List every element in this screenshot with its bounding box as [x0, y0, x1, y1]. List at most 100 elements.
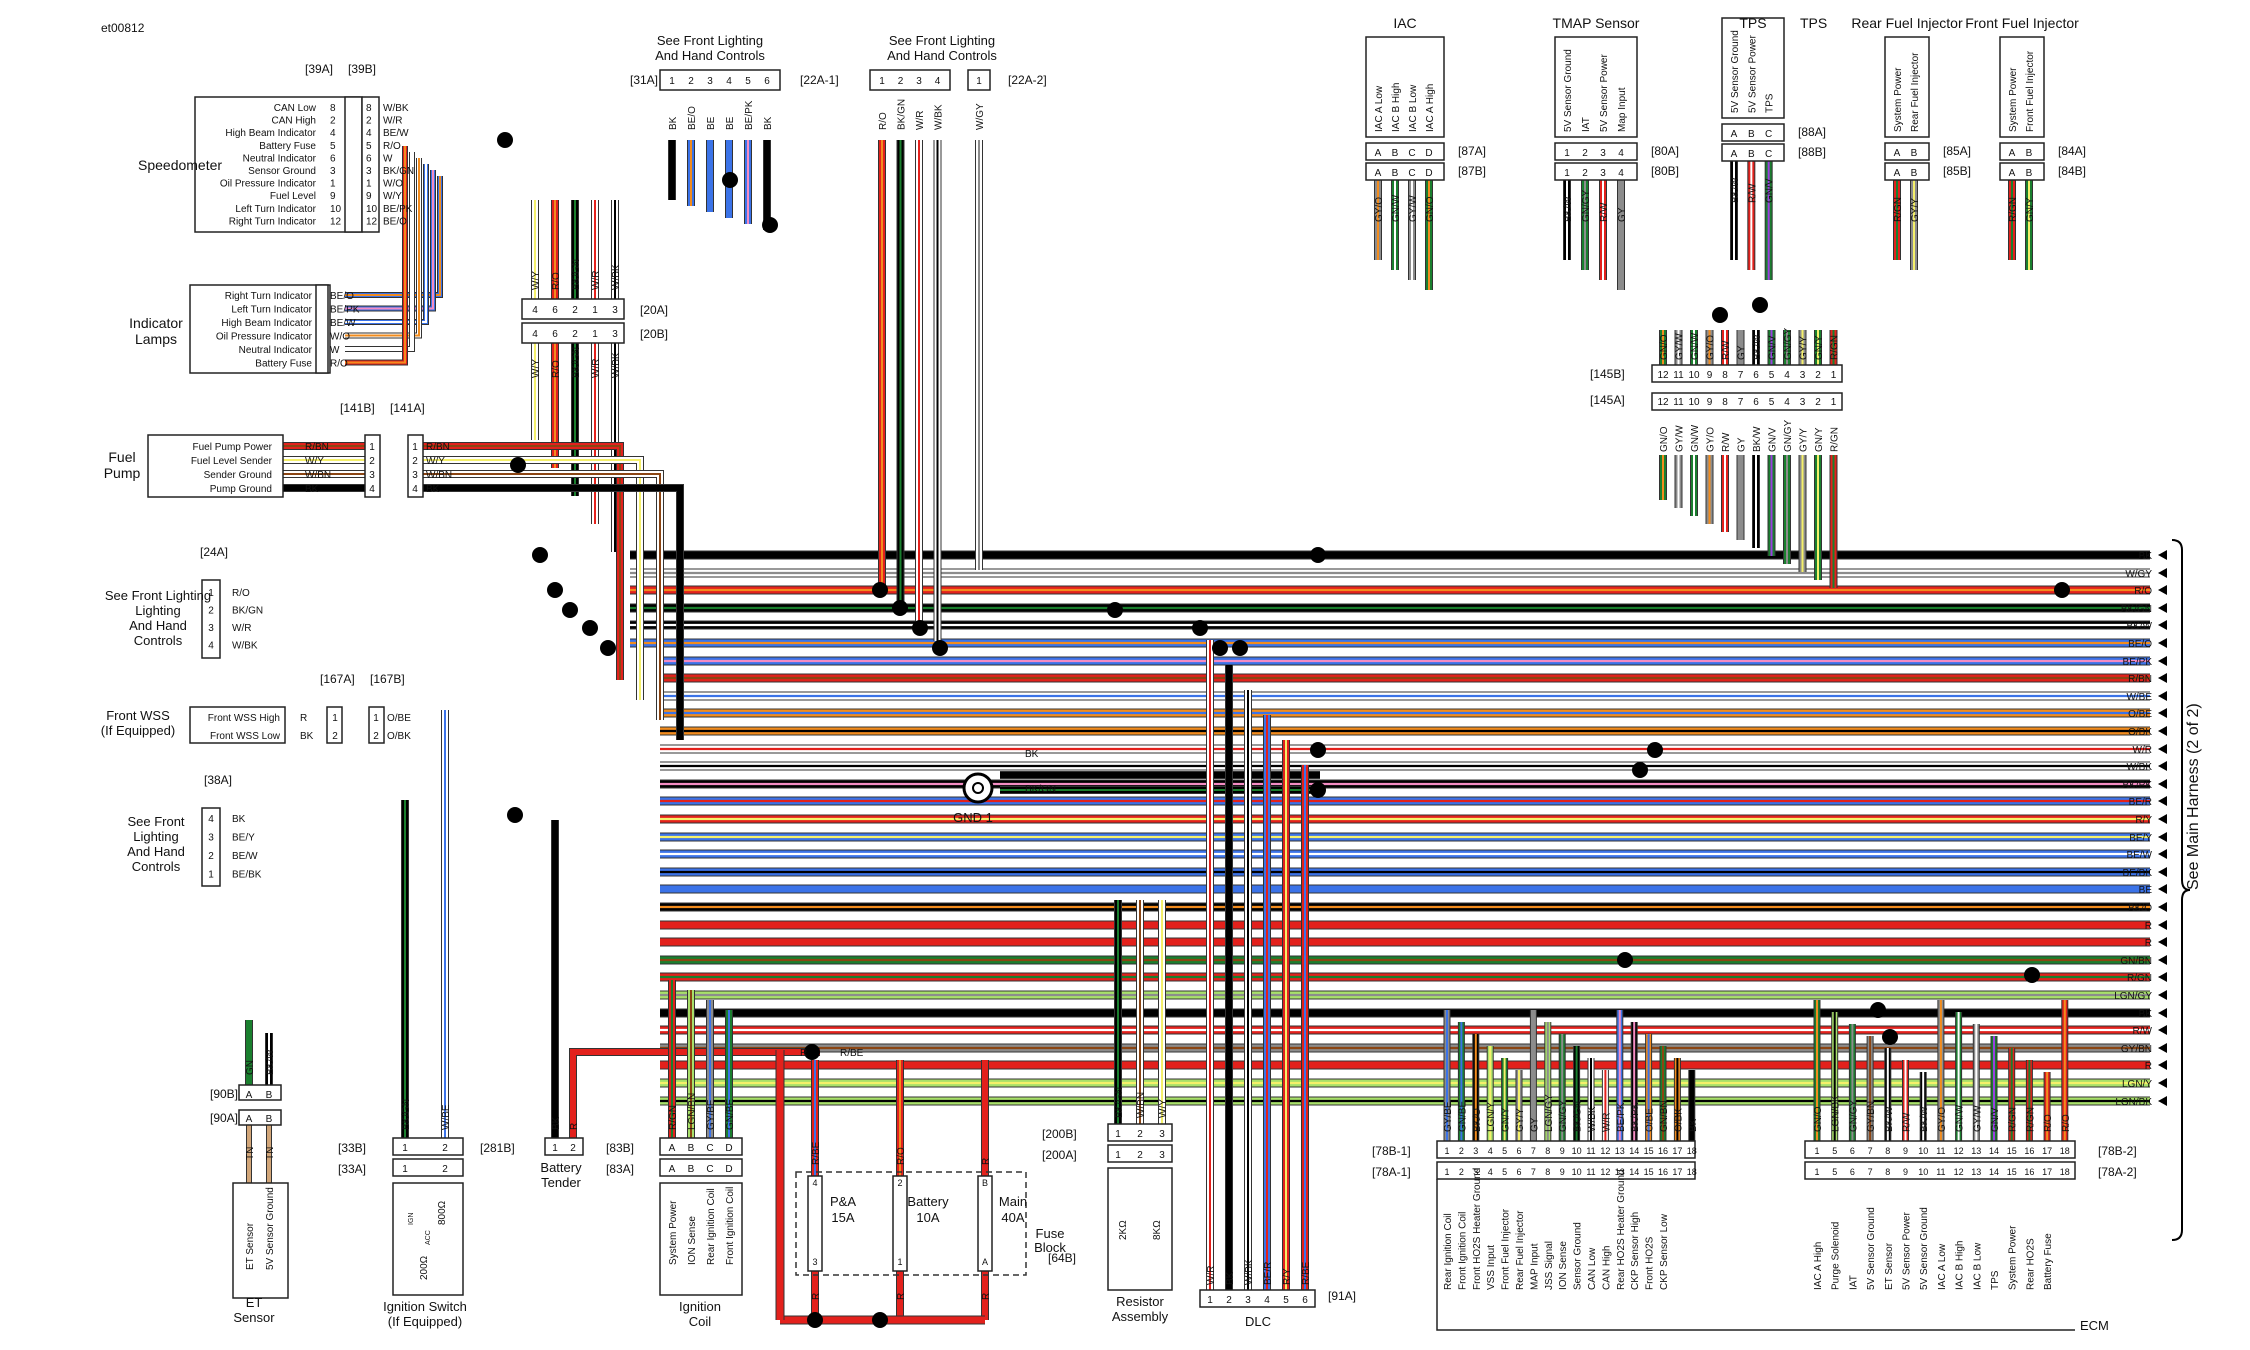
iac-wire-3: GN/O — [1425, 196, 1436, 222]
ecm-left-pin-b-5: 6 — [1516, 1146, 1521, 1156]
bus-arrow-3 — [2158, 603, 2167, 613]
dlc-wire-3: BE/R — [1263, 1262, 1274, 1285]
iac-pin-label-2: IAC B Low — [1408, 84, 1419, 132]
front-wss-conn-b-label: [167B] — [370, 672, 405, 686]
conn-145-top-wire-4: R/W — [1721, 340, 1732, 360]
tps-pin-b-0: A — [1731, 149, 1738, 160]
fuel-pump-pin-label-3: Pump Ground — [210, 484, 272, 495]
front-wss-conn-b — [368, 706, 385, 744]
fuel-pump-conn-a — [407, 434, 424, 498]
ecm-conn-2b-label: [78B-2] — [2098, 1144, 2137, 1158]
splice-dot-13 — [1310, 547, 1326, 563]
front-injector-wire-1: GN/Y — [2025, 197, 2036, 222]
ecm-right-label-5: 5V Sensor Power — [1902, 1212, 1913, 1290]
front-lighting-24-pin-1: 2 — [208, 606, 214, 617]
tmap-conn-b-label: [80B] — [1651, 164, 1679, 178]
speedometer-pin-label-7: Fuel Level — [270, 191, 316, 202]
tmap-pin-b-3: 4 — [1618, 168, 1624, 179]
ecm-right-pin-b-2: 6 — [1850, 1146, 1855, 1156]
ignition-switch-ign: IGN — [408, 1213, 415, 1225]
conn-20-bot-label-0: W/Y — [531, 359, 542, 378]
ecm-left-wire-1: GN/BE — [1457, 1101, 1468, 1132]
rear-injector-pin-a-1: B — [1911, 148, 1918, 159]
fuel-pump-wire-right-3: BK — [426, 484, 440, 495]
front-wss-wire-l-1: BK — [300, 731, 314, 742]
bus-label-18: BE/BK — [2123, 868, 2153, 879]
iac-wire-1: GN/W — [1391, 194, 1402, 222]
resistor-title-1: Resistor — [1116, 1294, 1164, 1309]
fuel-pump-pin-label-1: Fuel Level Sender — [191, 456, 273, 467]
resistor-pin-b-0: 1 — [1115, 1129, 1121, 1140]
front-lighting-31-conn — [659, 69, 781, 91]
tps-wire-2: GN/V — [1765, 178, 1776, 203]
dlc-pin-1: 2 — [1226, 1295, 1232, 1306]
bus-label-25: LGN/GY — [2114, 991, 2152, 1002]
speedometer-pin-label-4: Neutral Indicator — [243, 153, 317, 164]
fuse-block-r-label: R — [800, 1048, 807, 1059]
conn-145a-pin-8: 4 — [1784, 397, 1790, 408]
front-lighting-31-pin-3: 4 — [726, 76, 732, 87]
splice-dot-2 — [762, 217, 778, 233]
tmap-pin-label-2: 5V Sensor Power — [1599, 54, 1610, 132]
fuel-pump-wire-left-2: W/BN — [305, 470, 331, 481]
ecm-left-pin-b-13: 14 — [1629, 1146, 1639, 1156]
bus-arrow-25 — [2158, 990, 2167, 1000]
ecm-left-label-3: VSS Input — [1486, 1245, 1497, 1290]
ecm-right-wire-12: R/GN — [2025, 1107, 2036, 1132]
resistor-pin-a-2: 3 — [1159, 1150, 1165, 1161]
front-injector-pin-label-0: System Power — [2008, 67, 2019, 132]
ecm-right-pin-b-7: 11 — [1936, 1146, 1945, 1156]
resistor-r1: 2KΩ — [1118, 1220, 1129, 1240]
resistor-conn-b-label: [200B] — [1042, 1127, 1077, 1141]
ecm-left-label-7: JSS Signal — [1544, 1241, 1555, 1290]
front-lighting-22-title-line-0: See Front Lighting — [889, 33, 995, 48]
gnd1-wire-label-1: BK/GN — [1025, 784, 1056, 795]
fuel-pump-harness-2 — [423, 471, 663, 720]
et-sensor-wire-top-1: BK/W — [265, 1049, 276, 1075]
front-lighting-22-pin-2: 3 — [916, 76, 922, 87]
conn-20b-label: [20B] — [640, 327, 668, 341]
dlc-wire-0: W/R — [1206, 1266, 1217, 1285]
rear-injector-title: Rear Fuel Injector — [1851, 15, 1963, 31]
front-injector-wire-0: R/GN — [2008, 197, 2019, 222]
front-lighting-31-pin-2: 3 — [707, 76, 713, 87]
rear-injector-pin-label-0: System Power — [1893, 67, 1904, 132]
ecm-right-label-2: IAT — [1848, 1275, 1859, 1290]
front-injector-conn-a-label: [84A] — [2058, 144, 2086, 158]
iac-pin-label-1: IAC B High — [1391, 83, 1402, 132]
ecm-right-pin-a-3: 7 — [1868, 1167, 1873, 1177]
bus-label-24: R/GN — [2127, 973, 2152, 984]
ecm-left-wire-7: LGN/GY — [1544, 1094, 1555, 1132]
et-sensor-box — [232, 1182, 289, 1299]
splice-dot-3 — [510, 457, 526, 473]
speedometer-wire-label-3: R/O — [383, 141, 401, 152]
ecm-conn-1b-label: [78B-1] — [1372, 1144, 1411, 1158]
front-lighting-22-conn-2-label: [22A-2] — [1008, 73, 1047, 87]
front-lighting-24-pin-2: 3 — [208, 623, 214, 634]
ecm-right-wire-8: GN/W — [1955, 1104, 1966, 1132]
ecm-right-pin-b-5: 9 — [1903, 1146, 1908, 1156]
fuel-pump-harness-3 — [423, 485, 683, 740]
ecm-right-pin-a-7: 11 — [1936, 1167, 1945, 1177]
conn-145b-pin-3: 9 — [1707, 370, 1713, 381]
ecm-right-label-12: Rear HO2S — [2025, 1238, 2036, 1290]
bus-arrow-27 — [2158, 1025, 2167, 1035]
splice-dot-29 — [507, 807, 523, 823]
tmap-title: TMAP Sensor — [1553, 15, 1640, 31]
tmap-pin-label-1: IAT — [1581, 117, 1592, 132]
ignition-switch-pin-b-0: 1 — [402, 1143, 408, 1154]
ecm-left-pin-a-3: 4 — [1488, 1167, 1493, 1177]
iac-conn-b-label: [87B] — [1458, 164, 1486, 178]
ecm-right-wire-6: BK/W — [1919, 1106, 1930, 1132]
ignition-coil-wire-0: R/GN — [668, 1105, 679, 1130]
tmap-pin-a-3: 4 — [1618, 148, 1624, 159]
speedometer-pin-n2-5: 3 — [366, 166, 372, 177]
tmap-pin-b-1: 2 — [1582, 168, 1588, 179]
fuse-2-top-pin: B — [982, 1178, 988, 1188]
bus-label-4: BK/W — [2126, 621, 2152, 632]
front-lighting-24-title-line-3: Controls — [134, 633, 183, 648]
lamp-wire-2-stripe — [345, 164, 427, 323]
fuel-pump-harness-0 — [423, 443, 623, 680]
iac-pin-b-3: D — [1425, 168, 1432, 179]
speedometer-pin-n1-7: 9 — [330, 191, 336, 202]
